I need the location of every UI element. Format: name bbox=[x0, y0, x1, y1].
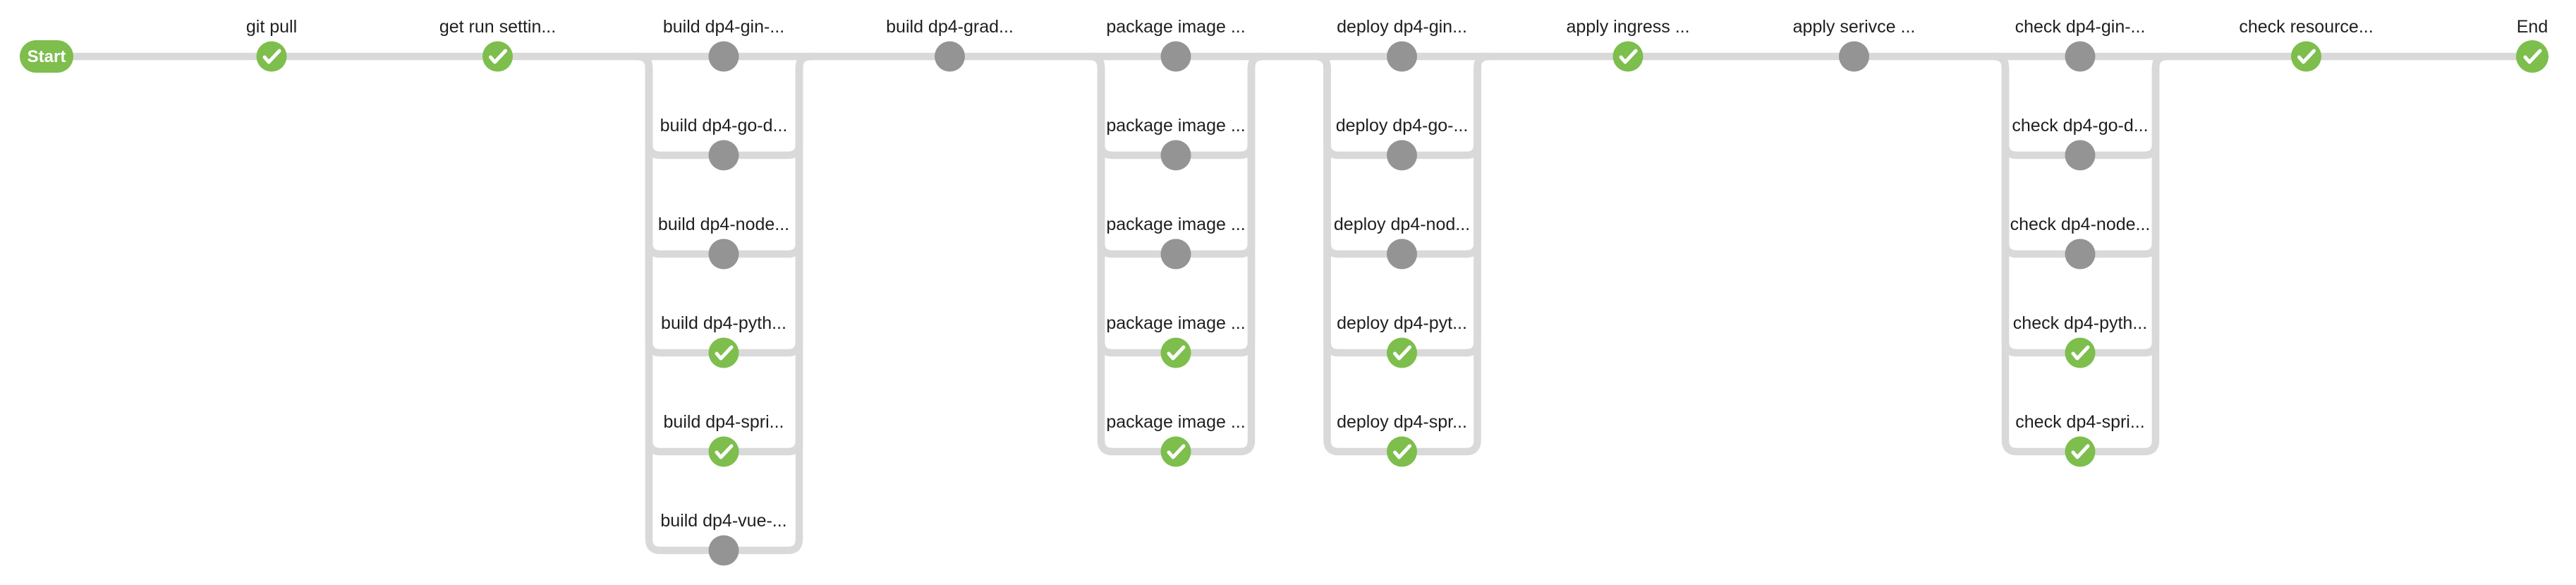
start-node bbox=[20, 40, 73, 73]
stage-node-build-dp4-vue[interactable] bbox=[708, 535, 739, 566]
stage-node-check-dp4-gin[interactable] bbox=[2065, 41, 2096, 72]
stage-label-build-dp4-gin: build dp4-gin-... bbox=[663, 17, 784, 37]
parallel-branch-connector bbox=[1089, 52, 1263, 357]
stage-node-build-dp4-spri[interactable] bbox=[708, 436, 739, 467]
stage-node-apply-ingress[interactable] bbox=[1612, 41, 1644, 72]
stage-label-deploy-dp4-gin: deploy dp4-gin... bbox=[1337, 17, 1467, 37]
stage-node-package-image[interactable] bbox=[1160, 337, 1191, 368]
stage-node-package-image[interactable] bbox=[1160, 436, 1191, 467]
stage-label-check-dp4-gin: check dp4-gin-... bbox=[2015, 17, 2146, 37]
success-check-icon bbox=[1167, 345, 1186, 361]
stage-label-deploy-dp4-nod: deploy dp4-nod... bbox=[1334, 215, 1470, 234]
success-check-icon bbox=[489, 49, 507, 64]
stage-node-get-run-settin[interactable] bbox=[482, 41, 513, 72]
parallel-branch-connector bbox=[637, 52, 811, 357]
start-node-label: Start bbox=[28, 47, 66, 66]
stage-label-deploy-dp4-pyt: deploy dp4-pyt... bbox=[1337, 313, 1467, 333]
stage-label-build-dp4-node: build dp4-node... bbox=[658, 215, 789, 234]
success-check-icon bbox=[1393, 444, 1411, 459]
stage-label-build-dp4-grad: build dp4-grad... bbox=[886, 17, 1014, 37]
stage-label-deploy-dp4-go: deploy dp4-go-... bbox=[1336, 116, 1469, 135]
parallel-branch-connector bbox=[1993, 52, 2168, 357]
success-check-icon bbox=[1619, 49, 1638, 64]
stage-node-apply-serivce[interactable] bbox=[1839, 41, 1869, 72]
stage-label-package-image: package image ... bbox=[1106, 313, 1245, 333]
stage-node-check-dp4-pyth[interactable] bbox=[2065, 337, 2096, 368]
stage-label-check-dp4-node: check dp4-node... bbox=[2010, 215, 2151, 234]
success-check-icon bbox=[715, 444, 734, 459]
stage-node-deploy-dp4-nod[interactable] bbox=[1387, 239, 1417, 270]
stage-label-build-dp4-vue: build dp4-vue-... bbox=[660, 511, 786, 531]
stage-label-build-dp4-spri: build dp4-spri... bbox=[664, 412, 784, 432]
success-check-icon bbox=[262, 49, 281, 64]
success-check-icon bbox=[715, 345, 734, 361]
stage-node-deploy-dp4-pyt[interactable] bbox=[1387, 337, 1417, 368]
stage-node-check-dp4-node[interactable] bbox=[2065, 239, 2096, 270]
stage-label-package-image: package image ... bbox=[1106, 215, 1245, 234]
stage-label-check-dp4-spri: check dp4-spri... bbox=[2015, 412, 2144, 432]
stage-label-package-image: package image ... bbox=[1106, 17, 1245, 37]
stage-label-apply-ingress: apply ingress ... bbox=[1566, 17, 1689, 37]
stage-label-build-dp4-pyth: build dp4-pyth... bbox=[661, 313, 786, 333]
stage-node-build-dp4-grad[interactable] bbox=[935, 41, 965, 72]
stage-node-deploy-dp4-go[interactable] bbox=[1387, 140, 1417, 171]
success-check-icon bbox=[1393, 345, 1411, 361]
stage-node-build-dp4-node[interactable] bbox=[708, 239, 739, 270]
stage-label-package-image: package image ... bbox=[1106, 116, 1245, 135]
stage-node-package-image[interactable] bbox=[1160, 140, 1191, 171]
stage-node-check-resource[interactable] bbox=[2291, 41, 2321, 72]
end-success-check-icon bbox=[2523, 49, 2542, 64]
stage-label-deploy-dp4-spr: deploy dp4-spr... bbox=[1337, 412, 1467, 432]
stage-label-check-dp4-go-d: check dp4-go-d... bbox=[2012, 116, 2148, 135]
stage-node-package-image[interactable] bbox=[1160, 41, 1191, 72]
stage-node-build-dp4-pyth[interactable] bbox=[708, 337, 739, 368]
success-check-icon bbox=[1167, 444, 1186, 459]
stage-label-check-dp4-pyth: check dp4-pyth... bbox=[2013, 313, 2147, 333]
stage-node-check-dp4-spri[interactable] bbox=[2065, 436, 2096, 467]
success-check-icon bbox=[2297, 49, 2316, 64]
stage-node-deploy-dp4-gin[interactable] bbox=[1387, 41, 1417, 72]
stage-node-package-image[interactable] bbox=[1160, 239, 1191, 270]
stage-label-apply-serivce: apply serivce ... bbox=[1793, 17, 1916, 37]
stage-node-check-dp4-go-d[interactable] bbox=[2065, 140, 2096, 171]
stage-node-deploy-dp4-spr[interactable] bbox=[1387, 436, 1417, 467]
end-node-label: End bbox=[2517, 17, 2548, 37]
success-check-icon bbox=[2071, 444, 2090, 459]
stage-label-package-image: package image ... bbox=[1106, 412, 1245, 432]
success-check-icon bbox=[2071, 345, 2090, 361]
stage-node-git-pull[interactable] bbox=[256, 41, 287, 72]
stage-node-build-dp4-go-d[interactable] bbox=[708, 140, 739, 171]
parallel-branch-connector bbox=[1316, 52, 1489, 357]
stage-label-build-dp4-go-d: build dp4-go-d... bbox=[660, 116, 788, 135]
stage-label-get-run-settin: get run settin... bbox=[439, 17, 556, 37]
stage-node-build-dp4-gin[interactable] bbox=[708, 41, 739, 72]
stage-label-check-resource: check resource... bbox=[2239, 17, 2373, 37]
stage-label-git-pull: git pull bbox=[246, 17, 297, 37]
end-node bbox=[2516, 40, 2548, 73]
